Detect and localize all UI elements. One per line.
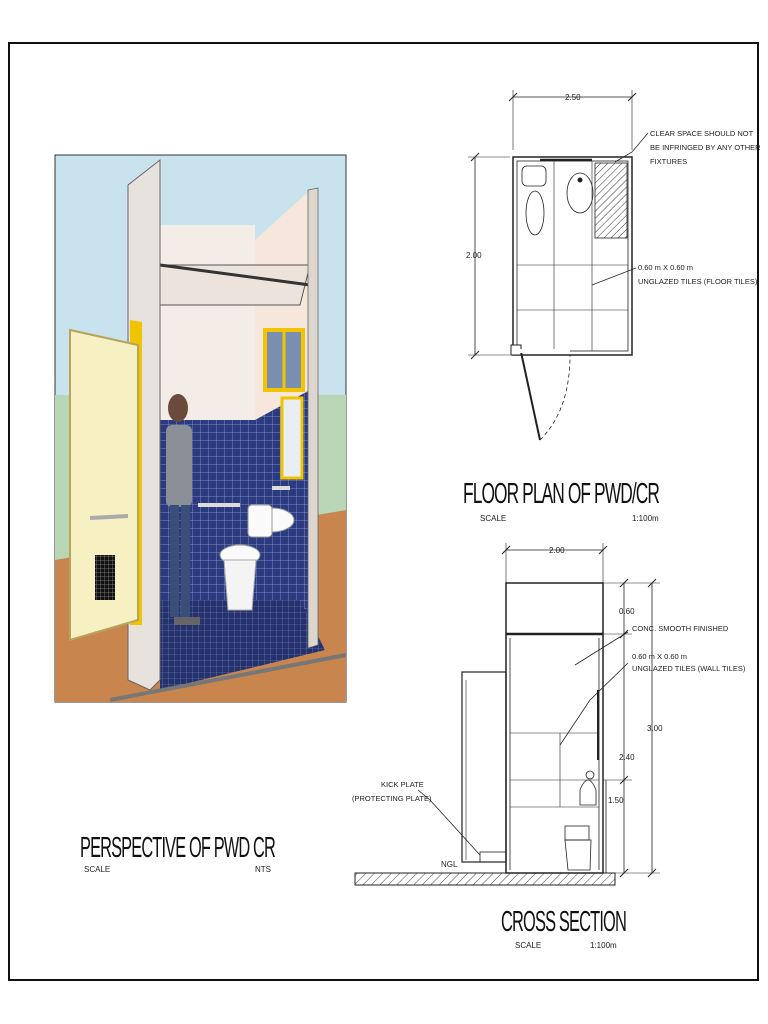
note-kick-plate-1: KICK PLATE [381, 780, 424, 789]
door-grab-bar [89, 514, 129, 520]
kick-plate [479, 851, 507, 863]
plan-scale-label: SCALE [480, 514, 506, 523]
person-figure [166, 394, 200, 625]
back-wall [160, 225, 255, 420]
perspective-title: PERSPECTIVE OF PWD CR [80, 832, 275, 864]
plan-toilet-bowl [525, 190, 545, 236]
section-scale-value: 1:100m [590, 941, 617, 950]
floor-plan-title: FLOOR PLAN OF PWD/CR [463, 478, 659, 510]
ground-line [354, 872, 616, 886]
perspective-title-block: PERSPECTIVE OF PWD CR SCALE NTS [80, 832, 277, 874]
section-dim-060: 0.60 [619, 607, 635, 616]
plan-dim-depth: 2.00 [466, 251, 482, 260]
cross-section [354, 543, 660, 886]
cross-section-labels: 2.00 0.60 3.00 2.40 1.50 CONC. SMOOTH FI… [352, 546, 746, 950]
note-floor-tiles-2: UNGLAZED TILES (FLOOR TILES) [638, 277, 758, 286]
note-clear-space-3: FIXTURES [650, 157, 687, 166]
perspective-scale-value: NTS [255, 865, 271, 874]
floor-tiles [160, 600, 325, 690]
section-dim-240: 2.40 [619, 753, 635, 762]
section-sink [579, 779, 597, 806]
floor-plan [468, 90, 649, 441]
note-conc-finish: CONC. SMOOTH FINISHED [632, 624, 729, 633]
toilet-tank [247, 504, 273, 538]
ngl-label: NGL [441, 860, 458, 869]
plan-scale-value: 1:100m [632, 514, 659, 523]
section-dim-300: 3.00 [647, 724, 663, 733]
note-wall-tiles-2: UNGLAZED TILES (WALL TILES) [632, 664, 746, 673]
perspective-render [54, 154, 347, 703]
section-toilet [564, 839, 592, 871]
clear-space-hatch [594, 162, 628, 239]
note-wall-tiles-1: 0.60 m X 0.60 m [632, 652, 687, 661]
door-vent [95, 555, 115, 600]
door [69, 328, 139, 642]
cross-section-title: CROSS SECTION [501, 906, 626, 938]
ceiling [159, 264, 311, 306]
plan-sink [566, 172, 594, 214]
note-floor-tiles-1: 0.60 m X 0.60 m [638, 263, 693, 272]
plan-toilet-tank [521, 165, 547, 187]
perspective-scale-label: SCALE [84, 865, 110, 874]
note-kick-plate-2: (PROTECTING PLATE) [352, 794, 432, 803]
floor-plan-labels: 2.50 2.00 CLEAR SPACE SHOULD NOT BE INFR… [463, 93, 761, 523]
mirror [280, 396, 304, 480]
section-scale-label: SCALE [515, 941, 541, 950]
section-dim-150: 1.50 [608, 796, 624, 805]
plan-dim-width: 2.50 [565, 93, 581, 102]
note-clear-space-1: CLEAR SPACE SHOULD NOT [650, 129, 754, 138]
note-clear-space-2: BE INFRINGED BY ANY OTHER [650, 143, 761, 152]
section-dim-width: 2.00 [549, 546, 565, 555]
